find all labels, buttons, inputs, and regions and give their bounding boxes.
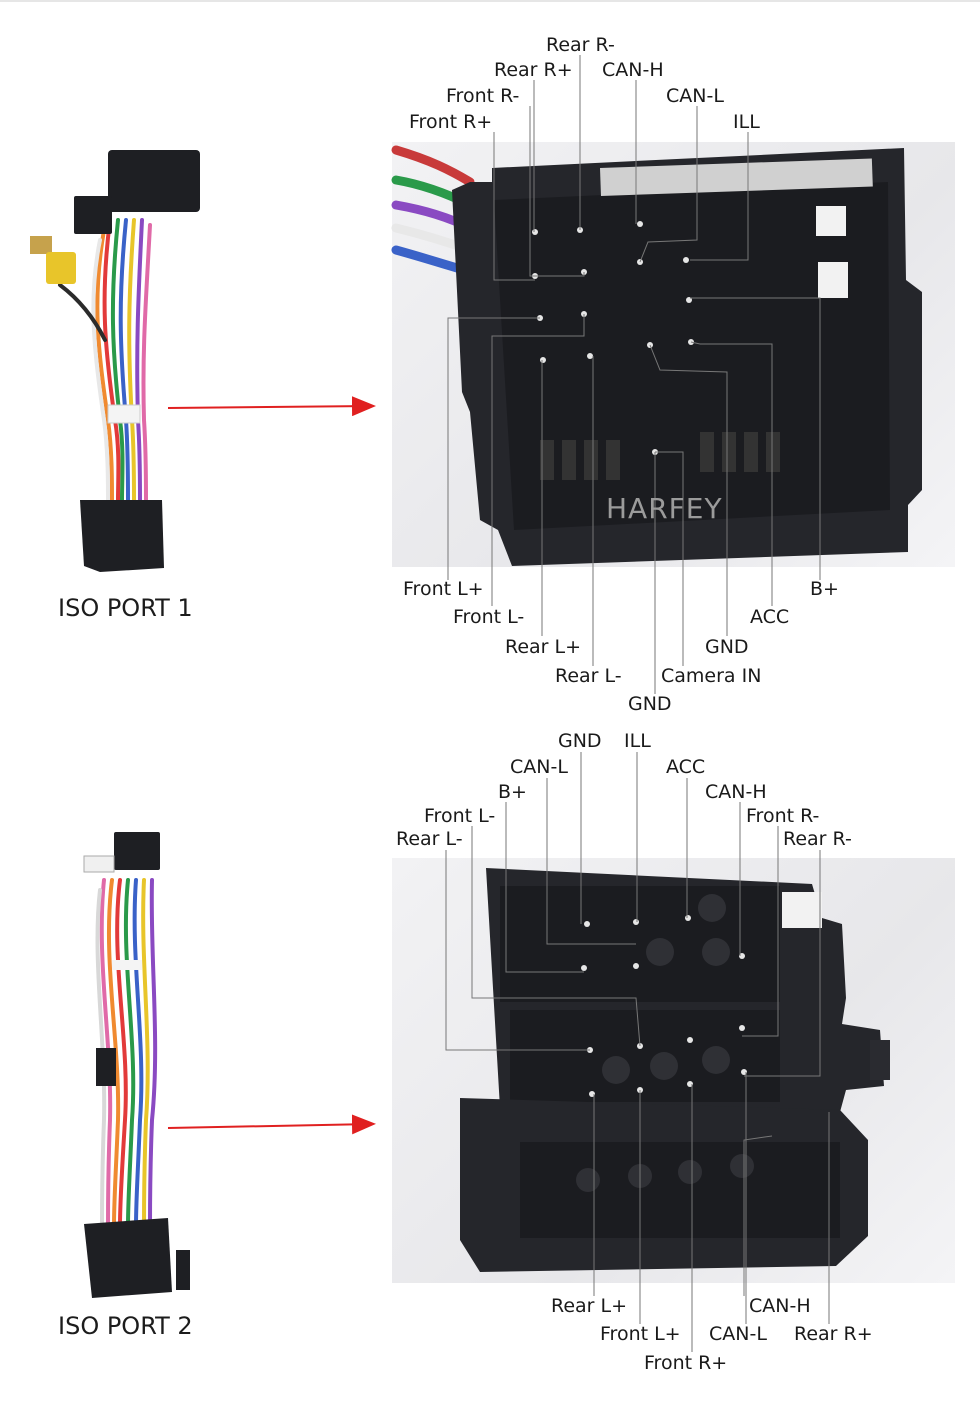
c2-label-ill: ILL	[624, 730, 651, 752]
c2-label-can-h: CAN-H	[705, 781, 767, 803]
c2-label-can-l: CAN-L	[510, 756, 568, 778]
c1-label-acc: ACC	[750, 606, 790, 628]
c2-label-rear-r-minus: Rear R-	[783, 828, 852, 850]
c1-label-rear-r-minus: Rear R-	[546, 34, 615, 56]
c2-label-can-l-bottom: CAN-L	[709, 1323, 767, 1345]
c1-label-front-l-minus: Front L-	[453, 606, 525, 628]
c1-label-front-r-plus: Front R+	[409, 111, 493, 133]
c2-label-b-plus: B+	[498, 781, 527, 803]
c2-label-rear-l-minus: Rear L-	[396, 828, 463, 850]
c1-label-can-h: CAN-H	[602, 59, 664, 81]
connector-1	[391, 145, 922, 566]
connector-2	[460, 868, 890, 1272]
c2-label-front-r-minus: Front R-	[746, 805, 820, 827]
c1-label-rear-r-plus: Rear R+	[494, 59, 573, 81]
c1-label-rear-l-plus: Rear L+	[505, 636, 582, 658]
c1-label-front-l-plus: Front L+	[403, 578, 484, 600]
c1-label-ill: ILL	[733, 111, 760, 133]
iso-port-2-label: ISO PORT 2	[58, 1312, 193, 1340]
harness-1	[30, 150, 200, 572]
c1-label-front-r-minus: Front R-	[446, 85, 520, 107]
c1-label-camera-in: Camera IN	[661, 665, 762, 687]
c1-label-gnd-1: GND	[705, 636, 749, 658]
c2-label-front-l-minus: Front L-	[424, 805, 496, 827]
c1-label-gnd-2: GND	[628, 693, 672, 715]
c1-label-b-plus: B+	[810, 578, 839, 600]
c1-label-rear-l-minus: Rear L-	[555, 665, 622, 687]
c2-label-acc: ACC	[666, 756, 706, 778]
leaders-2-bottom	[593, 1072, 830, 1352]
c2-label-can-h-bottom: CAN-H	[749, 1295, 811, 1317]
c1-label-can-l: CAN-L	[666, 85, 724, 107]
leaders-2-top	[445, 752, 821, 1077]
arrow-2	[167, 1114, 376, 1135]
c2-label-gnd: GND	[558, 730, 602, 752]
leaders-1-bottom	[447, 297, 821, 694]
c2-label-front-l-plus: Front L+	[600, 1323, 681, 1345]
arrow-1	[167, 396, 376, 417]
c2-label-rear-l-plus: Rear L+	[551, 1295, 628, 1317]
top-divider	[0, 0, 980, 2]
iso-port-1-label: ISO PORT 1	[58, 594, 193, 622]
c2-label-rear-r-plus: Rear R+	[794, 1323, 873, 1345]
leaders-1-top	[493, 55, 749, 281]
c2-label-front-r-plus: Front R+	[644, 1352, 728, 1374]
harness-2	[83, 832, 190, 1298]
watermark: HARFEY	[606, 492, 723, 525]
